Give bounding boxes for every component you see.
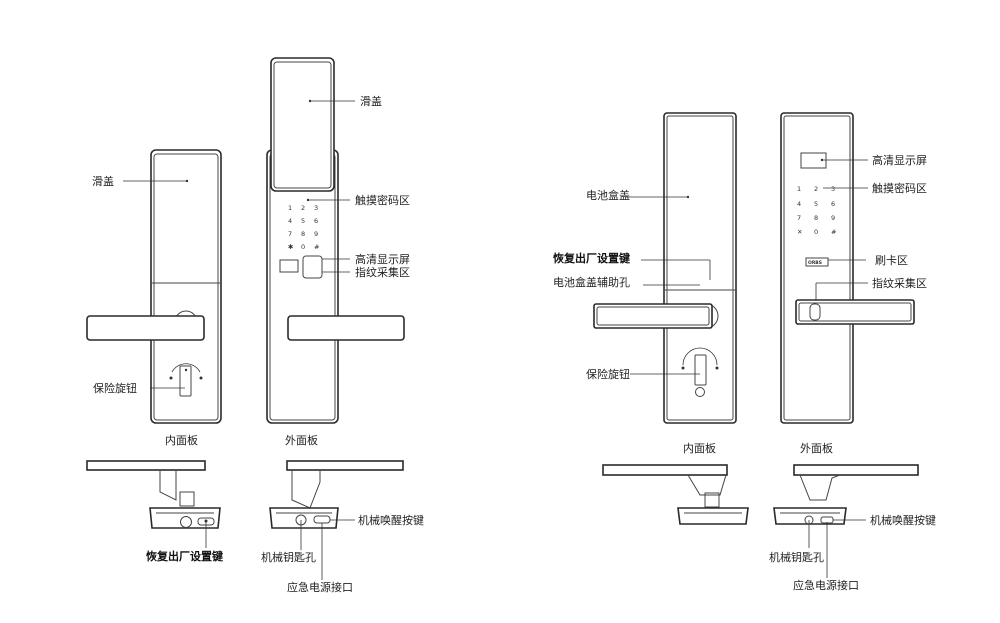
svg-text:7: 7 xyxy=(797,214,801,222)
svg-text:8: 8 xyxy=(814,214,818,222)
svg-text:1: 1 xyxy=(288,204,292,212)
svg-text:#: # xyxy=(314,243,319,251)
svg-text:5: 5 xyxy=(301,217,305,225)
left-inner-slide-cover-label: 滑盖 xyxy=(92,174,114,188)
right-bottom-key-hole-label: 机械钥匙孔 xyxy=(769,550,824,564)
right-outer-display xyxy=(800,152,827,169)
svg-text:4: 4 xyxy=(288,217,292,225)
svg-text:6: 6 xyxy=(831,200,835,208)
right-inner-panel xyxy=(593,112,737,424)
svg-text:✱: ✱ xyxy=(288,243,293,251)
right-outer-caption: 外面板 xyxy=(800,441,833,455)
svg-text:9: 9 xyxy=(314,230,318,238)
right-outer-panel xyxy=(780,112,915,424)
left-bottom-emergency-power-label: 应急电源接口 xyxy=(287,580,353,594)
svg-text:0: 0 xyxy=(301,243,305,251)
right-inner-battery-aux-hole-label: 电池盒盖辅助孔 xyxy=(553,275,630,289)
left-outer-fingerprint-label: 指纹采集区 xyxy=(355,265,410,279)
right-inner-caption: 内面板 xyxy=(683,441,716,455)
left-outer-handle xyxy=(287,315,405,341)
left-outer-panel xyxy=(266,57,405,424)
svg-text:0: 0 xyxy=(814,228,818,236)
left-bottom-wake-key-label: 机械唤醒按键 xyxy=(358,513,424,527)
svg-text:2: 2 xyxy=(301,204,305,212)
left-outer-caption: 外面板 xyxy=(285,433,318,447)
right-outer-fingerprint-label: 指纹采集区 xyxy=(872,276,927,290)
right-outer-handle xyxy=(795,299,915,325)
right-outer-card-badge: ORBS xyxy=(808,260,822,266)
left-outer-display xyxy=(279,259,299,273)
left-bottom-inner-view xyxy=(86,460,221,529)
right-outer-keypad: 1 2 3 4 5 6 7 8 9 ✕ 0 # xyxy=(797,185,836,236)
right-outer-touch-keypad-label: 触摸密码区 xyxy=(872,181,927,195)
right-inner-handle xyxy=(593,303,713,329)
left-outer-keypad: 1 2 3 4 5 6 7 8 9 ✱ 0 # xyxy=(288,204,319,251)
right-inner-reset-key-label: 恢复出厂设置键 xyxy=(553,251,631,265)
svg-text:3: 3 xyxy=(314,204,318,212)
right-inner-safety-knob xyxy=(694,354,707,386)
svg-text:1: 1 xyxy=(797,185,801,193)
left-outer-touch-keypad-label: 触摸密码区 xyxy=(355,193,410,207)
left-outer-display-label: 高清显示屏 xyxy=(355,252,410,266)
left-inner-safety-knob-label: 保险旋钮 xyxy=(93,381,137,395)
svg-text:6: 6 xyxy=(314,217,318,225)
left-outer-slide-cover-label: 滑盖 xyxy=(360,94,382,108)
left-inner-caption: 内面板 xyxy=(165,433,198,447)
svg-text:7: 7 xyxy=(288,230,292,238)
left-inner-safety-knob xyxy=(179,365,192,397)
right-outer-fingerprint xyxy=(809,303,821,321)
right-bottom-wake-key-label: 机械唤醒按键 xyxy=(870,513,936,527)
left-outer-fingerprint xyxy=(302,255,323,279)
svg-text:#: # xyxy=(831,228,836,236)
left-outer-slide-cover xyxy=(270,57,335,192)
left-inner-handle xyxy=(86,315,205,341)
svg-text:4: 4 xyxy=(797,200,801,208)
svg-text:5: 5 xyxy=(814,200,818,208)
right-outer-display-label: 高清显示屏 xyxy=(872,153,927,167)
left-inner-panel xyxy=(86,149,222,424)
right-bottom-outer-view xyxy=(773,464,919,525)
svg-text:2: 2 xyxy=(814,185,818,193)
right-outer-card-area-label: 刷卡区 xyxy=(875,254,908,267)
left-bottom-key-hole-label: 机械钥匙孔 xyxy=(261,550,316,564)
right-inner-safety-knob-label: 保险旋钮 xyxy=(586,367,630,381)
right-outer-card-area xyxy=(805,257,829,267)
svg-text:✕: ✕ xyxy=(797,228,802,236)
right-bottom-emergency-power-label: 应急电源接口 xyxy=(793,578,859,592)
svg-text:3: 3 xyxy=(831,185,835,193)
svg-text:9: 9 xyxy=(831,214,835,222)
svg-text:8: 8 xyxy=(301,230,305,238)
right-bottom-inner-view xyxy=(602,464,749,525)
right-inner-battery-cover-label: 电池盒盖 xyxy=(586,188,630,202)
left-bottom-reset-key-label: 恢复出厂设置键 xyxy=(146,549,224,563)
